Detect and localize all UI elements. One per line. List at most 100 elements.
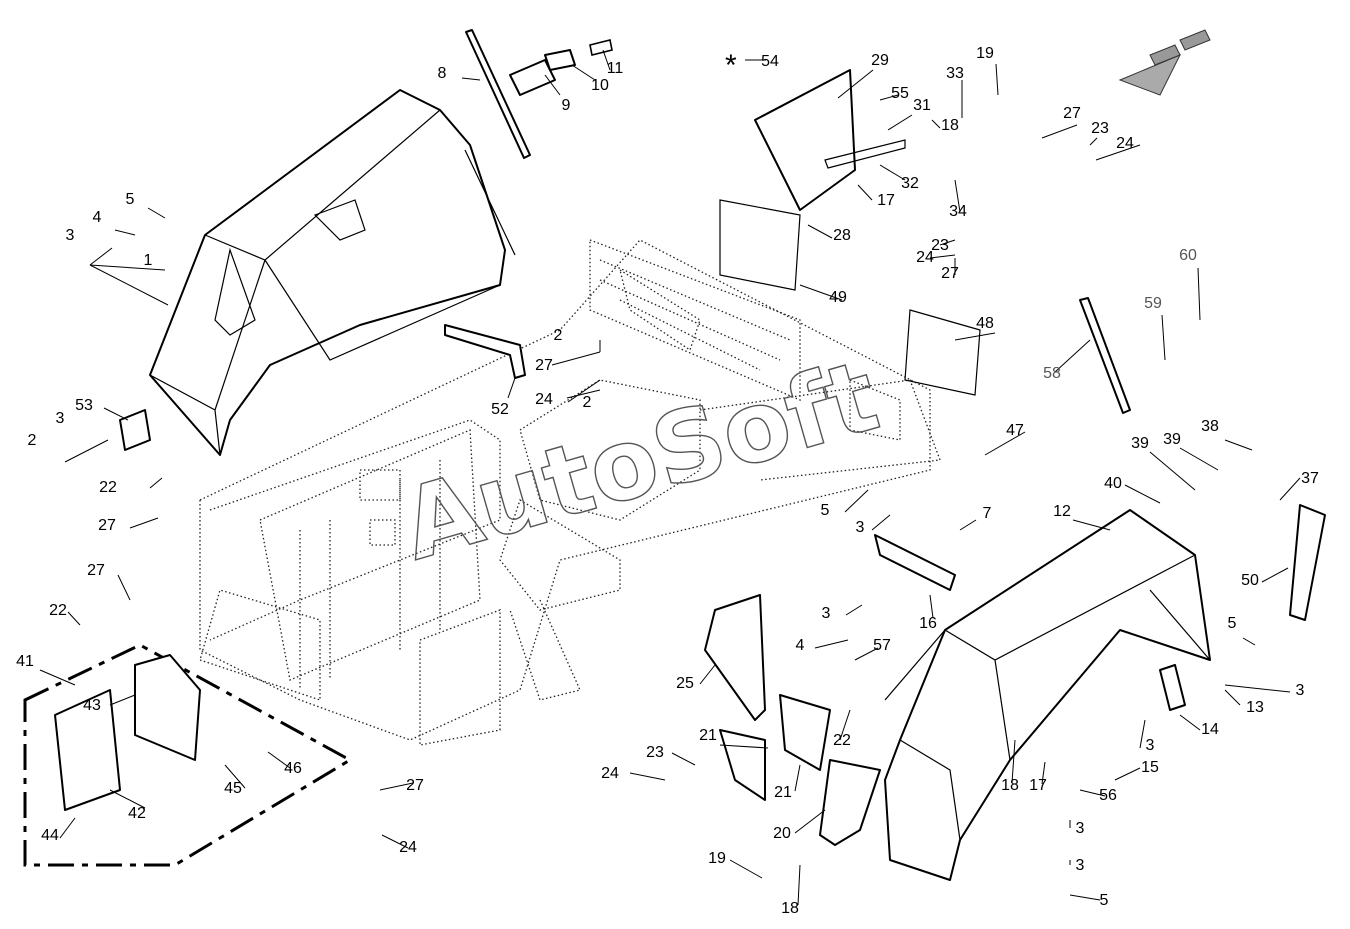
callout-56: 56 (1099, 787, 1117, 804)
leader-line (59, 817, 76, 839)
callout-29: 29 (871, 52, 889, 69)
leader-line (719, 744, 769, 749)
callout-44: 44 (41, 827, 59, 844)
leader-line (995, 63, 999, 96)
callout-22: 22 (833, 732, 851, 749)
leader-line (109, 694, 136, 706)
leader-line (67, 611, 81, 626)
leader-line (224, 764, 246, 789)
callout-4: 4 (796, 637, 805, 654)
leader-line (1041, 124, 1078, 139)
leader-line (837, 69, 874, 99)
bracket-part-53 (119, 409, 151, 451)
callout-3: 3 (56, 410, 65, 427)
callout-13: 13 (1246, 699, 1264, 716)
leader-line (879, 94, 899, 101)
callout-24: 24 (916, 249, 934, 266)
leader-line (566, 389, 601, 399)
leader-line (147, 207, 166, 219)
leader-line (939, 239, 956, 246)
bracket-part-16 (874, 534, 956, 591)
leader-line (1095, 144, 1141, 161)
leader-line (871, 514, 891, 531)
callout-9: 9 (562, 97, 571, 114)
leader-line (1072, 519, 1111, 531)
callout-23: 23 (1091, 120, 1109, 137)
callout-22: 22 (99, 479, 117, 496)
leader-line (1161, 314, 1166, 361)
callout-40: 40 (1104, 475, 1122, 492)
leader-line (1179, 714, 1201, 731)
leader-line (794, 809, 826, 834)
leader-line (571, 64, 596, 81)
leader-line (507, 377, 516, 399)
leader-line (117, 574, 131, 601)
bracket-part-25 (704, 594, 766, 721)
leader-line (149, 477, 163, 489)
callout-55: 55 (891, 85, 909, 102)
plate-part-50 (1289, 504, 1326, 621)
plate-part-10 (544, 49, 576, 71)
leader-line (39, 669, 76, 686)
callout-19: 19 (976, 45, 994, 62)
leader-line (807, 224, 833, 239)
callout-23: 23 (931, 237, 949, 254)
callout-5: 5 (821, 502, 830, 519)
leader-line (109, 789, 146, 809)
rod-part-8 (465, 29, 531, 159)
callout-31: 31 (913, 97, 931, 114)
bracket-part-21b (779, 694, 831, 771)
callout-18: 18 (1001, 777, 1019, 794)
leader-line (544, 74, 561, 96)
leader-line (602, 49, 611, 71)
leader-line (929, 254, 956, 259)
callout-54: 54 (761, 53, 779, 70)
leader-line (984, 431, 1026, 456)
callout-5: 5 (1100, 892, 1109, 909)
callout-27: 27 (98, 517, 116, 534)
callout-58: 58 (1043, 365, 1061, 382)
callout-27: 27 (1063, 105, 1081, 122)
callout-2: 2 (583, 394, 592, 411)
leader-line (129, 517, 159, 529)
leader-line (931, 119, 941, 129)
callout-25: 25 (676, 675, 694, 692)
leader-line (1069, 894, 1101, 901)
callout-10: 10 (591, 77, 609, 94)
leader-line (929, 594, 934, 619)
callout-17: 17 (1029, 777, 1047, 794)
leader-line (89, 264, 166, 271)
leader-line (794, 764, 801, 792)
callout-46: 46 (284, 760, 302, 777)
leader-line (1054, 339, 1091, 373)
callout-5: 5 (126, 191, 135, 208)
callout-27: 27 (535, 357, 553, 374)
leader-line (461, 77, 481, 81)
watermark-text: AutoSoft (390, 339, 890, 583)
callout-47: 47 (1006, 422, 1024, 439)
leader-line (103, 407, 129, 421)
callout-24: 24 (1116, 135, 1134, 152)
leader-line (814, 639, 849, 649)
leader-line (1079, 789, 1106, 797)
left-fender-part-1 (149, 89, 516, 456)
right-fender-part-12 (884, 509, 1211, 881)
callout-21: 21 (774, 784, 792, 801)
leader-line (551, 351, 601, 366)
callout-45: 45 (224, 780, 242, 797)
brace-part-52 (444, 324, 526, 379)
leader-line (954, 332, 996, 341)
leader-line (89, 247, 113, 266)
leader-line (839, 709, 851, 741)
leader-line (629, 772, 666, 781)
rod-part-58 (1079, 297, 1131, 414)
callout-3: 3 (856, 519, 865, 536)
callout-24: 24 (535, 391, 553, 408)
callout-49: 49 (829, 289, 847, 306)
leader-line (89, 264, 169, 306)
reflector-part-42 (54, 689, 121, 811)
leader-line (1124, 484, 1161, 504)
callout-24: 24 (601, 765, 619, 782)
clamp-part-9 (509, 59, 556, 96)
